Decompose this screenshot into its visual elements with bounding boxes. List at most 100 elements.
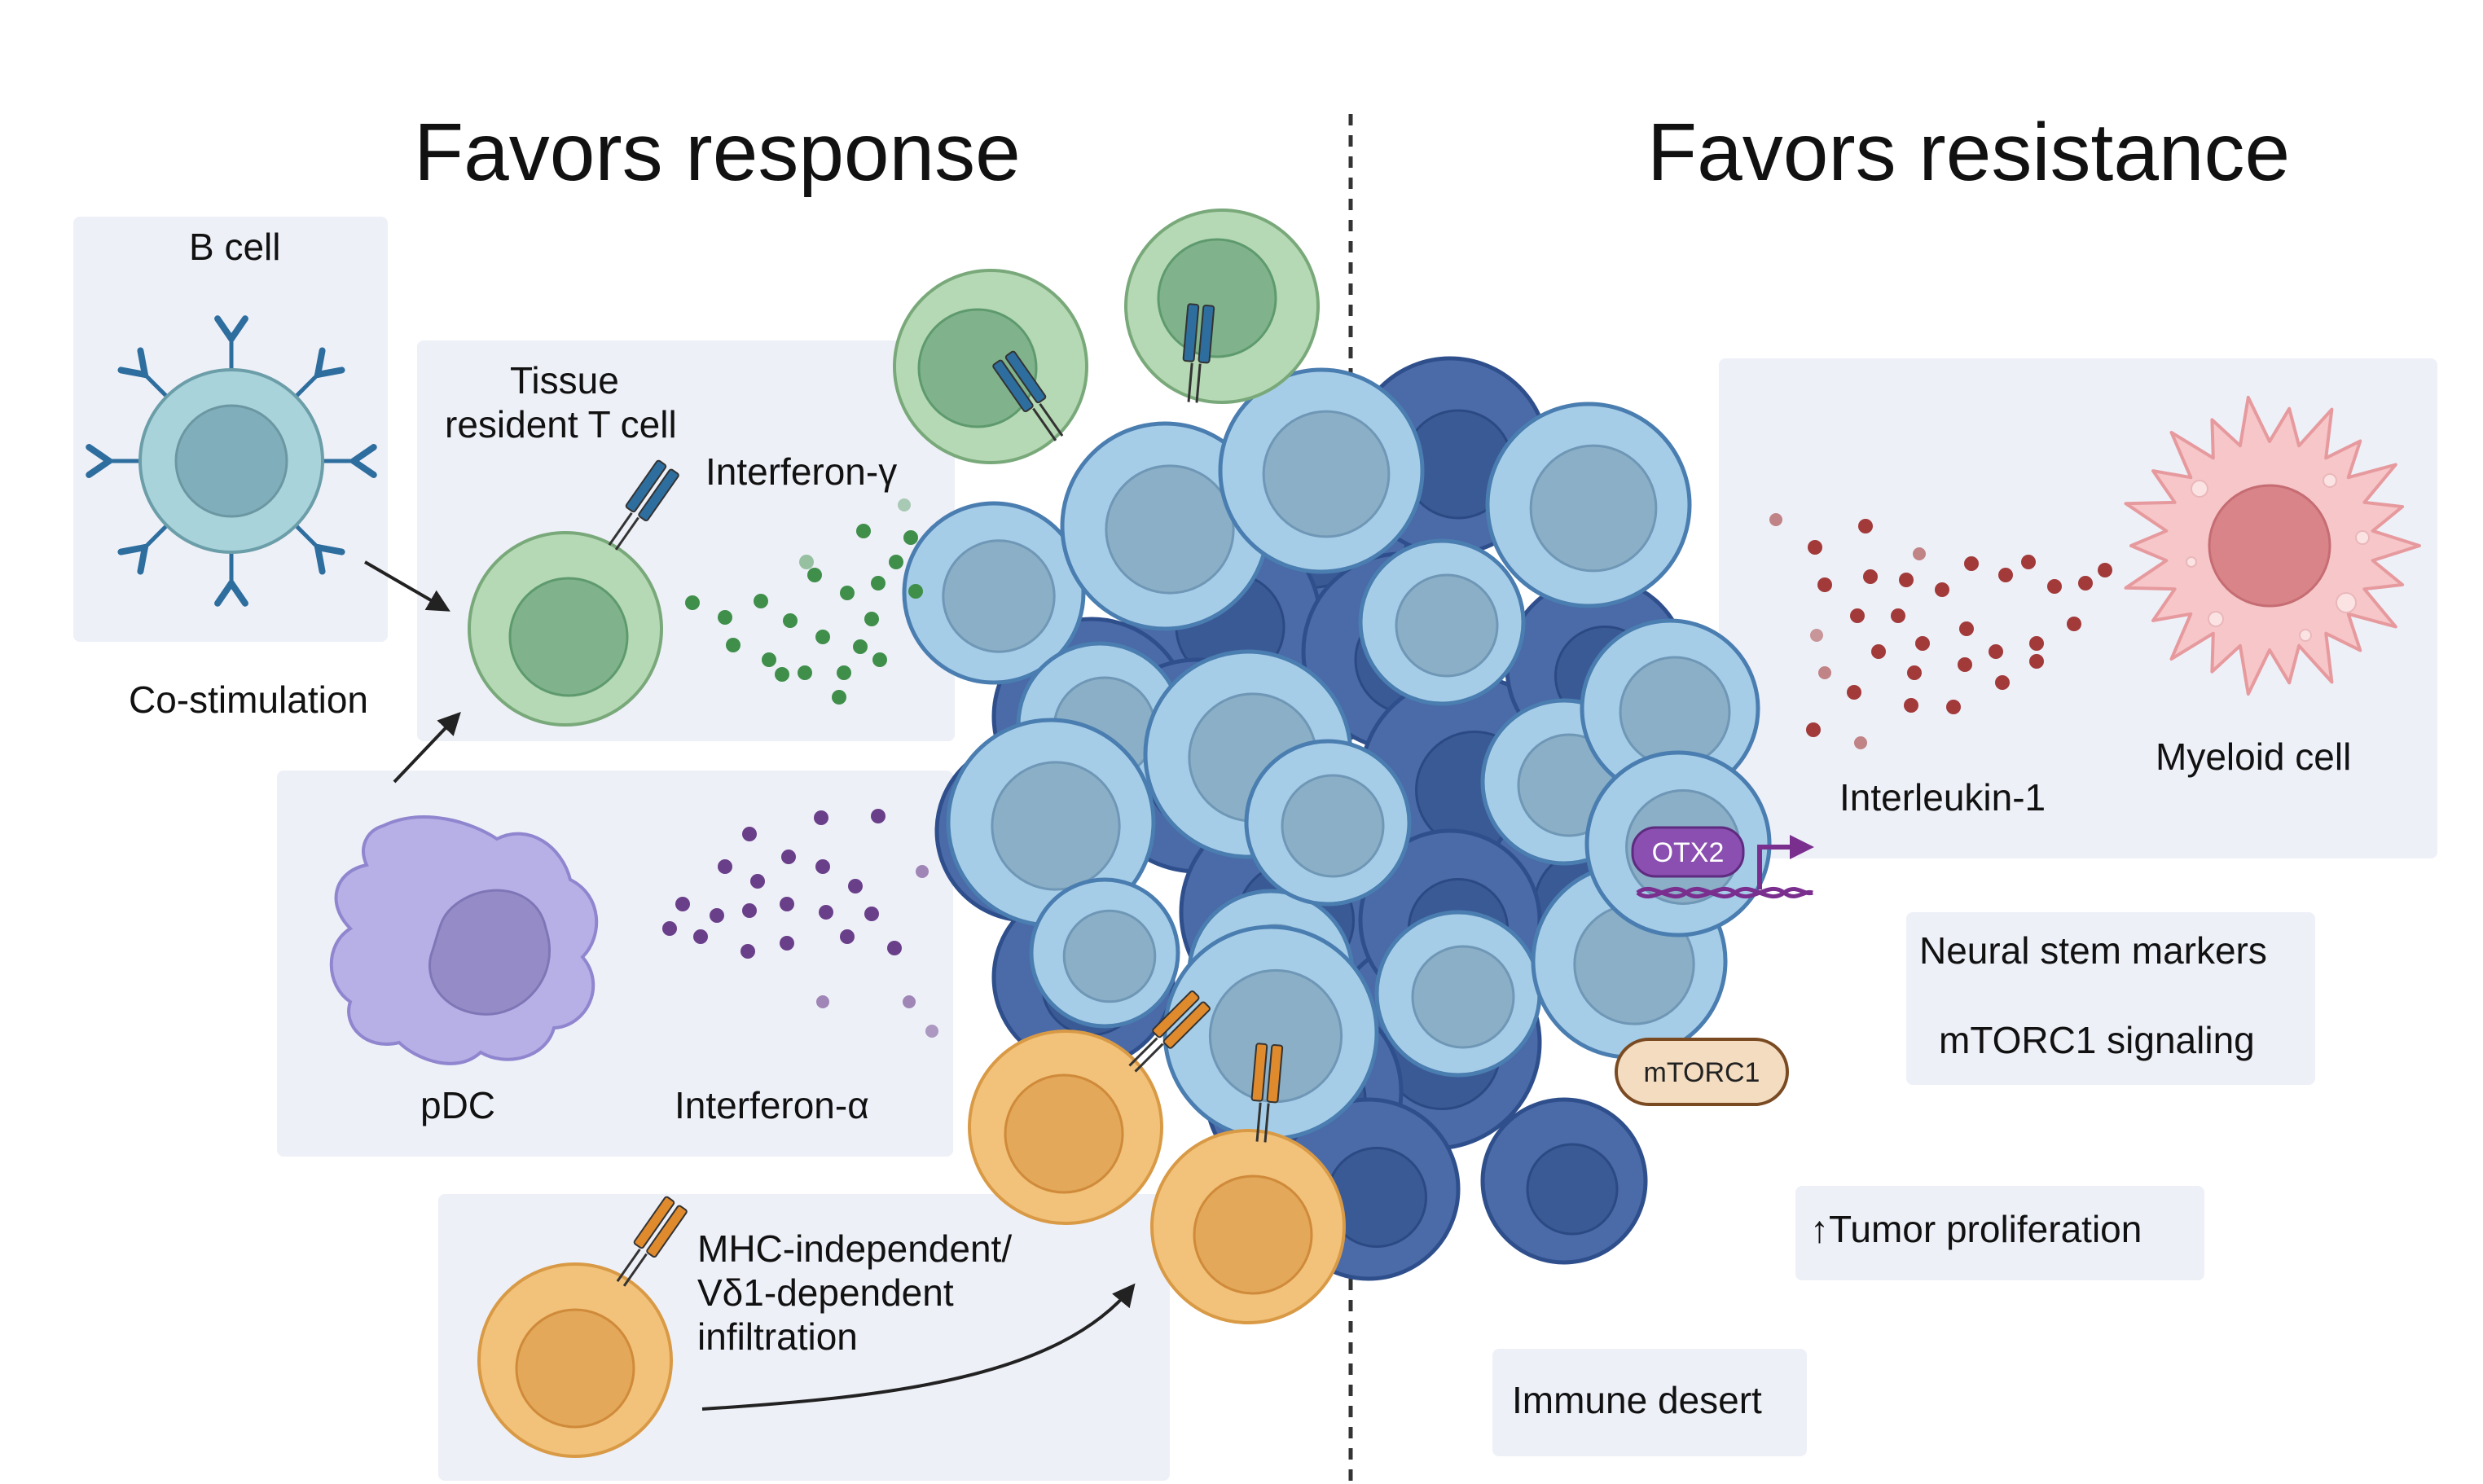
interferon-alpha-dot: [848, 879, 863, 893]
interferon-alpha-dot: [887, 941, 902, 955]
mtorc1-label: mTORC1: [1644, 1057, 1760, 1088]
interleukin-1-dot: [1958, 657, 1972, 672]
transcription-arrow: [1757, 835, 1814, 889]
interferon-gamma-dot: [798, 665, 812, 680]
interferon-gamma-dot: [754, 594, 768, 608]
t-cell-receptor-icon: [608, 459, 679, 551]
favors-resistance-title: Favors resistance: [1647, 107, 2291, 198]
gd-label-line3: infiltration: [697, 1315, 858, 1358]
tissue-resident-t-cell: [468, 531, 663, 727]
interferon-alpha-label: Interferon-α: [675, 1084, 869, 1126]
tumor-nucleus-light: [942, 539, 1056, 653]
interferon-alpha-dot: [781, 850, 796, 864]
myeloid-cell-nucleus: [2208, 484, 2331, 608]
pdc-to-t-cell-arrow: [393, 711, 461, 784]
pdc-label: pDC: [420, 1084, 496, 1126]
gd-t-cell-tumor-left: [968, 1030, 1163, 1225]
t-cell-label-line1: Tissue: [510, 359, 619, 402]
antibody-icon: [294, 524, 345, 575]
interferon-gamma-dot: [837, 665, 851, 680]
b-cell-nucleus: [174, 404, 288, 518]
interleukin-1-dot: [2098, 563, 2112, 577]
t-cell-label-line2: resident T cell: [445, 403, 677, 446]
interferon-alpha-dots: [662, 809, 938, 1038]
otx2-box: [1631, 826, 1745, 878]
tumor-nucleus-light: [1619, 656, 1731, 768]
immune-desert-label: Immune desert: [1512, 1379, 1762, 1421]
interferon-alpha-dot: [840, 929, 855, 944]
immune-desert-panel: [1492, 1349, 1807, 1456]
myeloid-vesicle: [2336, 592, 2357, 613]
antibody-icon: [214, 315, 248, 370]
interleukin-1-dot: [1810, 629, 1823, 642]
gd-tcr-icon-tumor-left: [1128, 990, 1211, 1073]
b-cell-to-t-cell-arrow: [363, 560, 450, 612]
interleukin-1-dot: [2067, 617, 2081, 631]
interleukin-1-dot: [1854, 736, 1867, 749]
interferon-alpha-dot: [925, 1025, 938, 1038]
myeloid-vesicle: [2208, 611, 2224, 627]
interleukin-1-dot: [1959, 621, 1974, 636]
tumor-proliferation-panel: [1795, 1186, 2204, 1280]
gd-tcr-icon-tumor-right: [1250, 1043, 1284, 1143]
neural-stem-panel: [1906, 912, 2315, 1085]
interferon-gamma-dot: [799, 555, 814, 569]
interleukin-1-dot: [1913, 547, 1926, 560]
interleukin-1-dot: [1818, 666, 1831, 679]
tumor-nucleus-light: [1395, 573, 1499, 678]
interferon-gamma-dot: [775, 667, 789, 682]
interleukin-1-dot: [1863, 569, 1878, 584]
t-cell-receptor: [608, 459, 679, 551]
interferon-alpha-dot: [780, 897, 794, 911]
antibody-icon: [117, 524, 169, 575]
interleukin-1-dot: [1998, 568, 2013, 582]
otx2-label: OTX2: [1652, 837, 1725, 868]
interferon-alpha-dot: [662, 921, 677, 936]
interferon-gamma-dot: [903, 530, 918, 545]
antibody-icon: [294, 347, 345, 398]
upper-t-cell-receptors: [992, 303, 1215, 441]
gd-label-line2: Vδ1-dependent: [697, 1271, 954, 1314]
interferon-gamma-dots: [685, 498, 923, 705]
interleukin-1-dot: [1847, 685, 1861, 700]
interleukin-1-label: Interleukin-1: [1839, 776, 2046, 819]
t-cell-upper-left: [893, 269, 1088, 464]
tumor-nucleus-light: [1062, 909, 1157, 1003]
interferon-gamma-dot: [872, 652, 887, 667]
interferon-gamma-dot: [718, 610, 732, 625]
gd-t-cell-tumor-right: [1150, 1129, 1346, 1324]
t-cell-upper-right: [1124, 209, 1320, 404]
tumor-nucleus-light: [1411, 945, 1515, 1049]
interleukin-1-dot: [2047, 579, 2062, 594]
interleukin-1-dot: [2021, 555, 2036, 569]
tumor-nucleus-light: [1281, 774, 1385, 878]
interferon-gamma-dot: [783, 613, 798, 628]
interferon-alpha-dot: [871, 809, 886, 823]
interferon-alpha-dot: [742, 903, 757, 918]
antibody-icon: [323, 444, 377, 478]
interferon-gamma-label: Interferon-γ: [705, 450, 898, 493]
interleukin-1-dot: [1817, 577, 1832, 592]
interleukin-1-dot: [1769, 513, 1782, 526]
myeloid-vesicle: [2323, 473, 2337, 488]
interleukin-1-dot: [1850, 608, 1865, 623]
interferon-alpha-dot: [814, 810, 828, 825]
interferon-gamma-dot: [853, 639, 868, 654]
b-cell-label: B cell: [189, 226, 281, 268]
interferon-alpha-dot: [916, 865, 929, 878]
neural-stem-markers-label: Neural stem markers: [1919, 929, 2267, 972]
antibody-icon: [214, 552, 248, 607]
interleukin-1-dot: [1907, 665, 1922, 680]
myeloid-vesicle: [2355, 530, 2370, 545]
interferon-alpha-dot: [675, 897, 690, 911]
interleukin-1-dot: [1915, 636, 1930, 651]
mtorc1-signaling-label: mTORC1 signaling: [1939, 1019, 2255, 1061]
myeloid-cell-label: Myeloid cell: [2156, 735, 2352, 778]
dna-strand-2: [1636, 886, 1813, 899]
interleukin-1-dot: [1858, 519, 1873, 533]
tumor-nucleus-dark: [1526, 1143, 1619, 1236]
interleukin-1-dot: [1806, 722, 1821, 737]
interleukin-1-dots: [1769, 513, 2112, 749]
myeloid-vesicle: [2186, 556, 2197, 568]
interferon-gamma-dot: [908, 584, 923, 599]
